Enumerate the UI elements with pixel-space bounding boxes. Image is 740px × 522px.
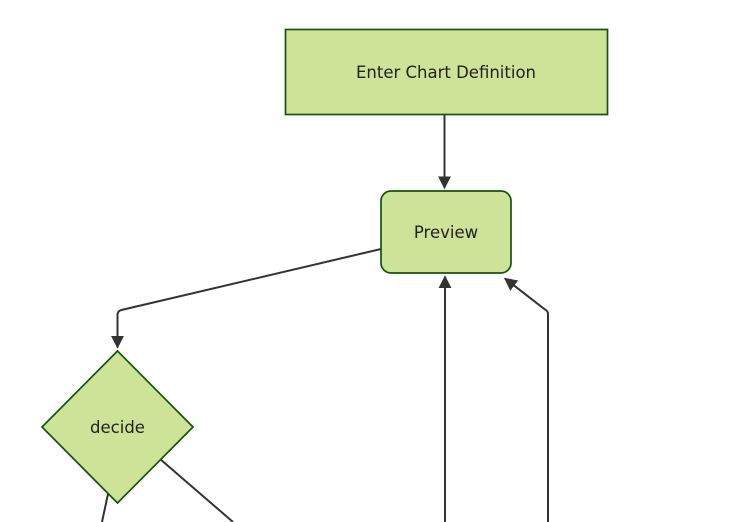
node-preview: Preview	[380, 190, 512, 274]
edge-preview-to-decide	[111, 248, 382, 349]
edge-bottom-to-preview-corner	[503, 277, 549, 522]
edge-decide-to-bottom-left	[101, 493, 109, 522]
node-enter-chart-definition-label: Enter Chart Definition	[356, 63, 536, 82]
node-enter-chart-definition-box	[284, 28, 609, 116]
node-decide-label: decide	[90, 418, 145, 437]
node-decide-diamond	[40, 349, 195, 505]
node-preview-box	[380, 190, 512, 274]
edge-decide-to-bottom-right	[159, 458, 234, 522]
node-preview-label: Preview	[414, 223, 478, 242]
node-enter-chart-definition: Enter Chart Definition	[284, 28, 609, 116]
node-decide: decide	[40, 349, 195, 505]
